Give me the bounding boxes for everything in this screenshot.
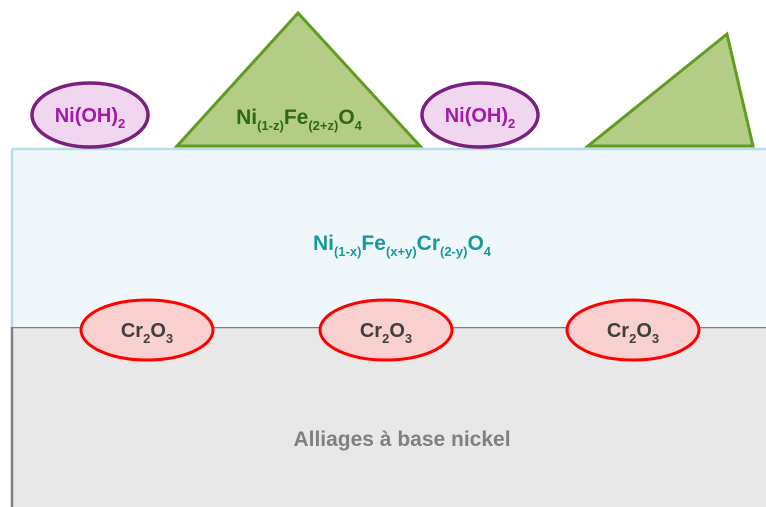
spinel-ni-sub: (1-x) [334, 244, 361, 259]
ferrite-fe-sub: (2+z) [308, 118, 338, 133]
substrate-label: Alliages à base nickel [293, 428, 510, 451]
ferrite-crystal-unlabeled [583, 31, 755, 148]
chromia-nodule [565, 298, 701, 362]
ferrite-crystal-label: Ni(1-z)Fe(2+z)O4 [236, 106, 363, 133]
chromia-label: Cr2O3 [607, 320, 659, 346]
spinel-fe-sub: (x+y) [386, 244, 417, 259]
chromia-cr-sub: 2 [629, 331, 636, 346]
chromia-o-sub: 3 [166, 331, 173, 346]
chromia-o: O [636, 320, 652, 342]
hydroxide-base: Ni(OH) [55, 105, 118, 127]
spinel-ni: Ni [313, 232, 334, 255]
chromia-o: O [150, 320, 166, 342]
ferrite-ni: Ni [236, 106, 257, 129]
hydroxide-label: Ni(OH)2 [55, 105, 126, 131]
hydroxide-deposit [420, 81, 540, 149]
hydroxide-deposit [30, 81, 150, 149]
ferrite-ni-sub: (1-z) [257, 118, 284, 133]
chromia-cr: Cr [360, 320, 382, 342]
ferrite-o-sub: 4 [355, 118, 363, 133]
hydroxide-base: Ni(OH) [445, 105, 508, 127]
hydroxide-sub: 2 [508, 116, 515, 131]
chromia-cr: Cr [121, 320, 143, 342]
ferrite-crystal-triangle [173, 10, 424, 148]
ferrite-fe: Fe [284, 106, 309, 129]
spinel-o-sub: 4 [484, 244, 492, 259]
chromia-o-sub: 3 [405, 331, 412, 346]
spinel-fe: Fe [361, 232, 386, 255]
chromia-cr-sub: 2 [382, 331, 389, 346]
chromia-o: O [389, 320, 405, 342]
spinel-oxide-layer [12, 149, 766, 327]
hydroxide-sub: 2 [118, 116, 125, 131]
spinel-o: O [467, 232, 483, 255]
chromia-label: Cr2O3 [121, 320, 173, 346]
ferrite-o: O [338, 106, 354, 129]
chromia-nodule [79, 298, 215, 362]
chromia-cr-sub: 2 [143, 331, 150, 346]
chromia-o-sub: 3 [652, 331, 659, 346]
spinel-formula-label: Ni(1-x)Fe(x+y)Cr(2-y)O4 [313, 232, 492, 259]
hydroxide-label: Ni(OH)2 [445, 105, 516, 131]
spinel-cr-sub: (2-y) [440, 244, 467, 259]
chromia-cr: Cr [607, 320, 629, 342]
chromia-nodule [318, 298, 454, 362]
chromia-label: Cr2O3 [360, 320, 412, 346]
spinel-cr: Cr [417, 232, 440, 255]
